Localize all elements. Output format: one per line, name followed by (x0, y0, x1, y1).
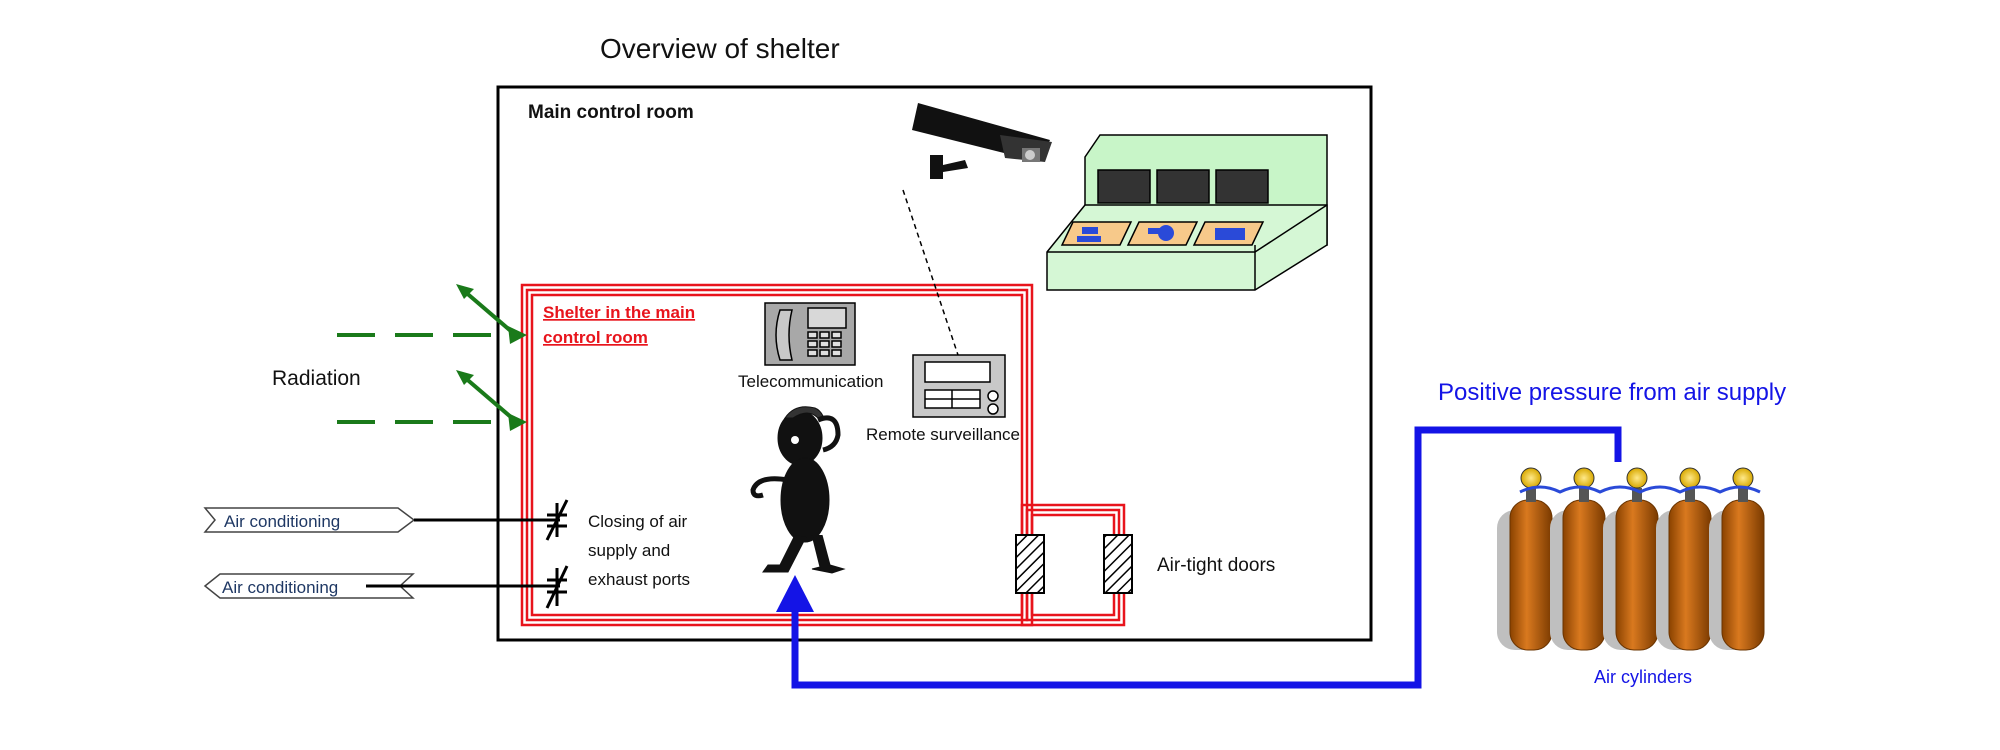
camera-icon (912, 103, 1052, 179)
surveillance-monitor-icon (912, 354, 1006, 418)
radiation-arrows (337, 288, 515, 424)
air-supply-arrowhead (776, 575, 814, 612)
main-control-room-label: Main control room (528, 102, 694, 123)
radiation-arrowheads (456, 284, 527, 431)
camera-link (902, 189, 959, 356)
telephone-icon (764, 302, 856, 366)
aircon-inlet-icon (203, 507, 560, 533)
air-cylinder-icon (1603, 467, 1659, 651)
closing-label-line3: exhaust ports (588, 570, 690, 589)
air-cylinder-icon (1550, 467, 1606, 651)
radiation-label: Radiation (272, 367, 361, 390)
air-cylinder-icon (1709, 467, 1765, 651)
main-control-room-box (496, 85, 1373, 642)
aircon-inlet-label: Air conditioning (224, 512, 340, 531)
airtight-doors-label: Air-tight doors (1157, 555, 1275, 576)
surveillance-label: Remote surveillance (866, 425, 1020, 444)
closing-label-line2: supply and (588, 541, 670, 560)
person-icon (750, 406, 846, 574)
air-cylinder-icon (1497, 467, 1553, 651)
airtight-door-icon (1015, 534, 1045, 594)
shelter-boundary (520, 283, 1034, 627)
damper-valve-icon (545, 499, 569, 541)
cylinders-label: Air cylinders (1594, 667, 1692, 687)
air-supply-line (791, 426, 1622, 689)
shelter-label-line2: control room (543, 328, 648, 347)
diagram-title: Overview of shelter (600, 33, 840, 64)
air-cylinders-group (1497, 467, 1765, 651)
airtight-door-icon (1103, 534, 1133, 594)
shelter-label-line1: Shelter in the main (543, 303, 695, 322)
aircon-outlet-label: Air conditioning (222, 578, 338, 597)
cylinder-manifold (1519, 485, 1761, 494)
damper-valve-icon (545, 565, 569, 609)
closing-label-line1: Closing of air (588, 512, 688, 531)
control-console-icon (1046, 134, 1328, 291)
aircon-outlet-icon (203, 573, 560, 599)
air-cylinder-icon (1656, 467, 1712, 651)
pressure-label: Positive pressure from air supply (1438, 379, 1786, 406)
telecom-label: Telecommunication (738, 372, 884, 391)
